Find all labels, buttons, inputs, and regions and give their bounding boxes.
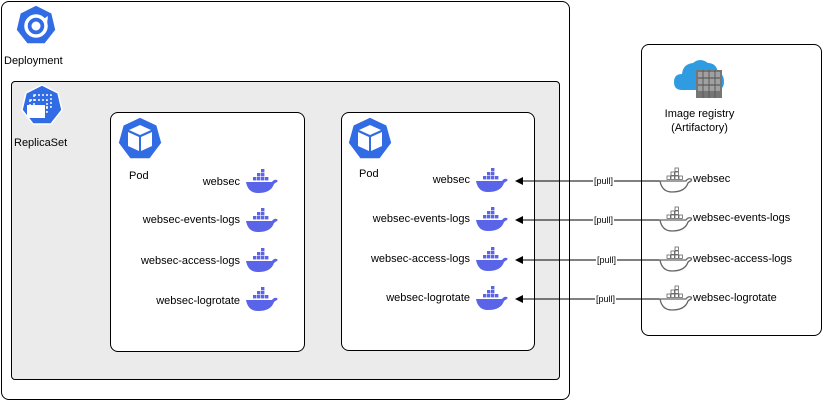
pull-edge-label: [pull] [593,176,615,187]
registry-subtitle: (Artifactory) [671,122,728,134]
pod-2-container-label: websec-logrotate [386,292,470,304]
registry-title: Image registry [664,108,735,120]
pod-1-container-label: websec-access-logs [140,255,240,267]
pod-1-container-label: websec-logrotate [156,295,240,307]
pod-1-label: Pod [129,170,149,182]
replicaset-label: ReplicaSet [14,137,68,149]
deployment-label: Deployment [4,55,63,67]
registry-image-label: websec [693,173,731,185]
docker-icon [659,285,693,311]
kubernetes-pod-icon [117,116,163,160]
registry-image-label: websec-logrotate [693,292,777,304]
pod-1-container-label: websec-events-logs [142,214,240,226]
docker-icon [659,246,693,272]
docker-icon [476,207,508,231]
pod-1-container-label: websec [202,176,240,188]
pod-2-container-label: websec [432,174,470,186]
docker-icon [246,208,278,232]
docker-icon [476,286,508,310]
docker-icon [476,168,508,192]
docker-icon [246,287,278,311]
docker-icon [476,247,508,271]
pod-2-container-label: websec-access-logs [370,253,470,265]
kubernetes-replicaset-icon [21,84,63,125]
registry-image-label: websec-events-logs [693,212,791,224]
pod-2-label: Pod [359,168,379,180]
azure-container-registry-icon [674,60,724,98]
kubernetes-deployment-icon [15,4,57,45]
pull-edge-label: [pull] [595,294,617,305]
pull-edge-label: [pull] [593,215,615,226]
docker-icon [246,248,278,272]
docker-icon [659,167,693,193]
docker-icon [246,169,278,193]
registry-image-label: websec-access-logs [693,253,793,265]
docker-icon [659,206,693,232]
kubernetes-pod-icon [347,116,393,160]
pod-2-container-label: websec-events-logs [372,213,470,225]
pull-edge-label: [pull] [596,255,618,266]
